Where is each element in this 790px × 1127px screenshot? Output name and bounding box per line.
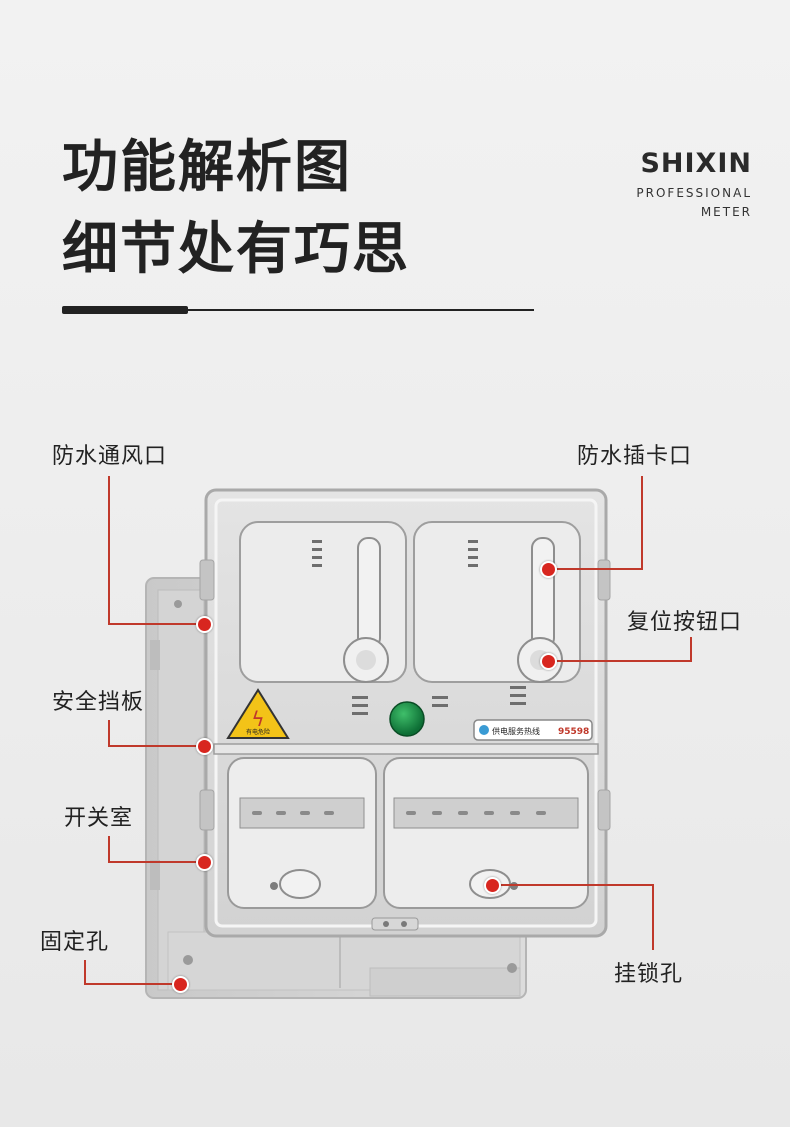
fixing-hole-marker-dot — [172, 976, 189, 993]
vent-leader-horizontal — [108, 623, 204, 625]
page-title-line-2: 细节处有巧思 — [62, 217, 410, 282]
reset-button-marker-dot — [540, 653, 557, 670]
svg-text:ϟ: ϟ — [251, 707, 264, 731]
safety-baffle-leader-horizontal — [108, 745, 204, 747]
vent-marker-dot — [196, 616, 213, 633]
card-slot-marker-dot — [540, 561, 557, 578]
brand-tagline-1: PROFESSIONAL — [636, 186, 752, 200]
callout-switch-room-label: 开关室 — [64, 806, 134, 831]
page-title-line-1: 功能解析图 — [62, 135, 352, 200]
brand-name: SHIXIN — [640, 148, 752, 179]
lock-hole-marker-dot — [484, 877, 501, 894]
vent-leader-vertical — [108, 476, 110, 624]
switch-room-leader-horizontal — [108, 861, 204, 863]
switch-room-leader-vertical — [108, 836, 110, 862]
hotline-sticker-number: 95598 — [558, 727, 589, 737]
card-slot-leader-horizontal — [548, 568, 643, 570]
callout-card-slot-label: 防水插卡口 — [577, 444, 693, 469]
hotline-sticker-label: 供电服务热线 — [492, 726, 540, 736]
callout-vent-label: 防水通风口 — [52, 444, 168, 469]
card-slot-leader-vertical — [641, 476, 643, 569]
callout-safety-baffle-label: 安全挡板 — [52, 690, 145, 715]
reset-button-leader-horizontal — [548, 660, 692, 662]
callout-lock-hole-label: 挂锁孔 — [614, 962, 684, 987]
safety-baffle-marker-dot — [196, 738, 213, 755]
brand-tagline-2: METER — [700, 205, 752, 219]
reset-button-leader-vertical — [690, 637, 692, 661]
front-cover: ϟ 有电危险 供电服务热线 95598 — [199, 488, 611, 938]
callout-fixing-hole-label: 固定孔 — [40, 930, 110, 955]
fixing-hole-leader-vertical — [84, 960, 86, 984]
warning-text-1: 有电危险 — [246, 728, 270, 736]
title-divider-thin — [188, 309, 534, 311]
fixing-hole-leader-horizontal — [84, 983, 180, 985]
switch-room-marker-dot — [196, 854, 213, 871]
title-divider-thick — [62, 306, 188, 314]
safety-baffle-leader-vertical — [108, 720, 110, 746]
lock-hole-leader-horizontal — [490, 884, 654, 886]
lock-hole-leader-vertical — [652, 884, 654, 950]
callout-reset-button-label: 复位按钮口 — [627, 610, 743, 635]
